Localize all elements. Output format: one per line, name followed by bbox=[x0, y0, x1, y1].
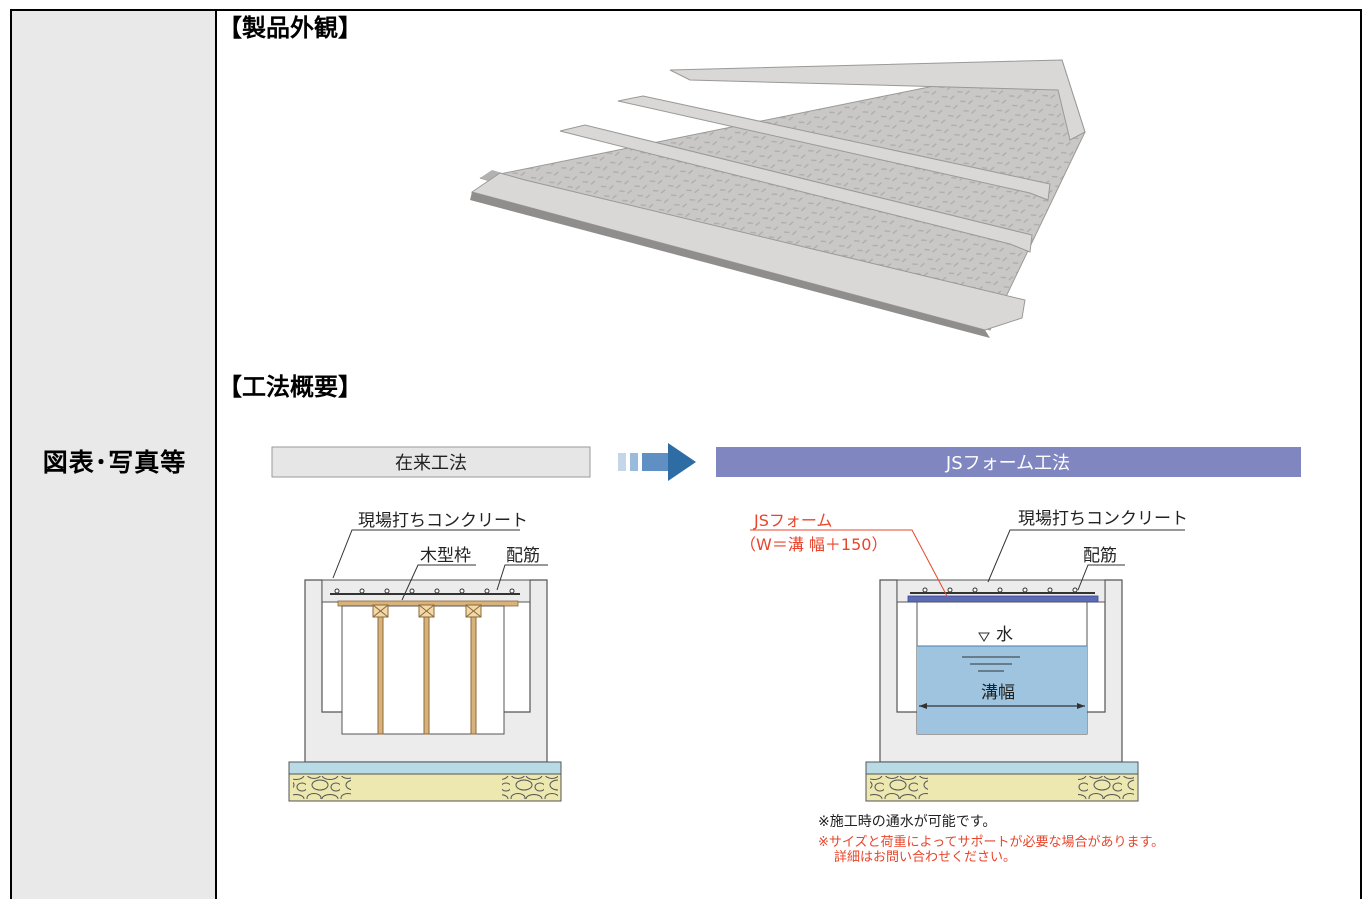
info-table: 図表･写真等 bbox=[10, 9, 1362, 899]
js-form-title: JSフォーム工法 bbox=[945, 453, 1070, 474]
note-support-required: ※サイズと荷重によってサポートが必要な場合があります。 bbox=[818, 834, 1164, 850]
water-label: 水 bbox=[996, 625, 1013, 645]
note-contact: 詳細はお問い合わせください。 bbox=[834, 849, 1016, 865]
js-form-section bbox=[750, 529, 1185, 802]
conventional-section bbox=[288, 529, 562, 802]
note-flow-during-construction: ※施工時の通水が可能です。 bbox=[818, 814, 996, 830]
conventional-title: 在来工法 bbox=[395, 453, 467, 474]
product-photo bbox=[470, 59, 1086, 338]
conventional-rebar-label: 配筋 bbox=[506, 546, 540, 566]
product-appearance-heading: 【製品外観】 bbox=[218, 14, 362, 42]
conventional-banner bbox=[271, 446, 591, 478]
row-label-cell: 図表･写真等 bbox=[12, 11, 217, 899]
row-label: 図表･写真等 bbox=[42, 448, 187, 477]
transition-arrow bbox=[618, 443, 696, 481]
js-rebar-label: 配筋 bbox=[1083, 546, 1117, 566]
js-form-banner bbox=[716, 447, 1301, 477]
js-form-width-label: （W＝溝 幅＋150） bbox=[740, 535, 887, 554]
js-concrete-label: 現場打ちコンクリート bbox=[1018, 509, 1188, 529]
channel-width-label: 溝幅 bbox=[981, 683, 1015, 703]
method-overview-heading: 【工法概要】 bbox=[218, 373, 362, 401]
js-form-label: JSフォーム bbox=[753, 511, 832, 530]
conventional-concrete-label: 現場打ちコンクリート bbox=[358, 511, 528, 531]
wood-form-label: 木型枠 bbox=[420, 546, 471, 566]
